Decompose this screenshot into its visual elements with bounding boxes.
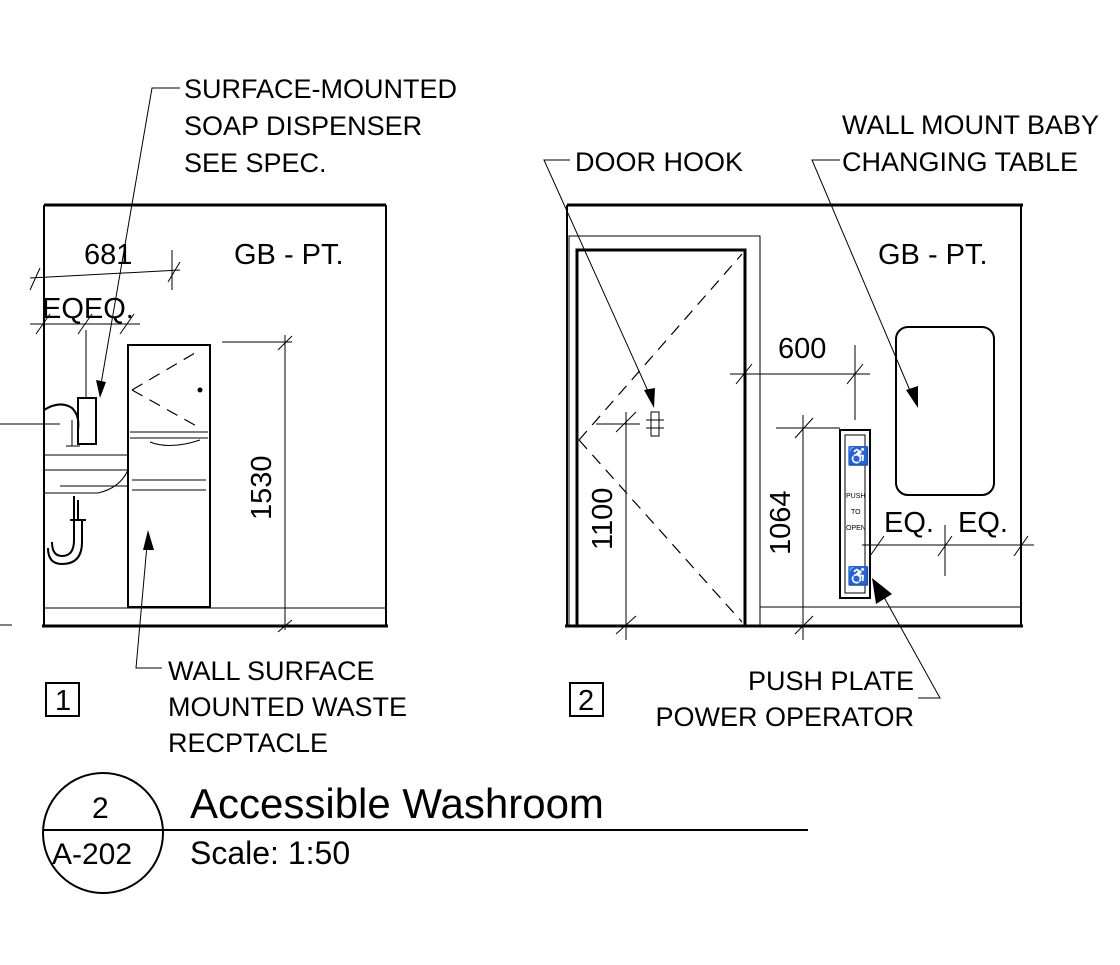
e2-tag-box <box>569 682 604 717</box>
e1-tag-box <box>45 682 80 717</box>
push-plate-text-3: OPEN <box>846 525 866 532</box>
e2-plate-arrow <box>872 578 892 604</box>
e1-waste-callout-2: MOUNTED WASTE <box>168 692 407 722</box>
push-plate-text-1: PUSH <box>846 493 865 500</box>
e1-dim-eq-label: EQEQ. <box>42 293 134 325</box>
e2-hook-leader <box>543 159 653 401</box>
e1-soap-leader <box>99 87 180 391</box>
e2-dim-eq-right: EQ. <box>958 507 1008 539</box>
e1-finish-label: GB - PT. <box>234 239 344 271</box>
detail-bubble <box>42 772 164 894</box>
e2-tag-number: 2 <box>578 685 594 717</box>
e2-baby-callout-2: CHANGING TABLE <box>842 147 1078 177</box>
e1-waste-leader <box>135 533 162 669</box>
e2-dim-eq-left: EQ. <box>884 507 934 539</box>
sink <box>43 403 129 566</box>
e1-soap-arrow <box>96 380 106 398</box>
push-plate: ♿ PUSH TO OPEN ♿ <box>839 429 871 599</box>
drawing-title: Accessible Washroom <box>190 780 604 827</box>
e1-dim-eq <box>30 313 140 398</box>
e1-soap-callout-2: SOAP DISPENSER <box>184 111 422 141</box>
e2-dim-600 <box>730 345 870 420</box>
e2-plate-callout-2: POWER OPERATOR <box>655 702 914 732</box>
e2-dim-1100 <box>596 411 640 640</box>
e2-hook-callout: DOOR HOOK <box>575 147 743 177</box>
e1-dim-height: 1530 <box>246 455 278 520</box>
e1-dim-1530 <box>222 335 293 633</box>
door <box>568 235 761 628</box>
e2-finish-label: GB - PT. <box>878 239 988 271</box>
e1-waste-arrow <box>143 530 154 550</box>
push-plate-text-2: TO <box>851 509 861 516</box>
accessibility-icon-top: ♿ <box>847 445 869 466</box>
e2-dim-hook: 1100 <box>587 488 619 550</box>
e2-dim-1064 <box>776 415 840 640</box>
e1-dim-681 <box>29 250 181 291</box>
e1-waste-callout-1: WALL SURFACE <box>168 656 375 686</box>
e2-plate-callout-1: PUSH PLATE <box>748 666 914 696</box>
baby-changing-table <box>895 326 995 496</box>
e1-tag-number: 1 <box>55 685 71 717</box>
e2-dim-plate: 1064 <box>765 490 797 555</box>
e1-waste-callout-3: RECPTACLE <box>168 728 328 758</box>
e2-dim-eq <box>862 525 1034 576</box>
e1-soap-callout-1: SURFACE-MOUNTED <box>184 74 457 104</box>
soap-dispenser <box>77 397 97 445</box>
sheet-number: A-202 <box>52 838 132 871</box>
title-block: 2 A-202 Accessible Washroom Scale: 1:50 <box>42 772 808 894</box>
e2-baby-arrow <box>906 386 918 408</box>
elevation-2: DOOR HOOK 1100 600 1064 <box>543 110 1099 732</box>
e2-baby-leader <box>811 159 915 401</box>
door-hook <box>646 411 664 437</box>
e1-dim-width: 681 <box>84 239 132 271</box>
e2-baby-callout-1: WALL MOUNT BABY <box>842 110 1099 140</box>
accessibility-icon-bottom: ♿ <box>847 565 869 586</box>
e2-plate-leader <box>879 589 941 699</box>
e2-hook-arrow <box>644 388 655 408</box>
detail-number: 2 <box>92 792 109 825</box>
waste-receptacle <box>127 344 211 608</box>
e1-soap-callout-3: SEE SPEC. <box>184 148 327 178</box>
drawing-scale: Scale: 1:50 <box>190 835 350 871</box>
e2-dim-offset: 600 <box>778 333 826 365</box>
elevation-1: 681 EQEQ. 1530 GB - PT. SURFACE-MOUNTED … <box>0 74 457 758</box>
